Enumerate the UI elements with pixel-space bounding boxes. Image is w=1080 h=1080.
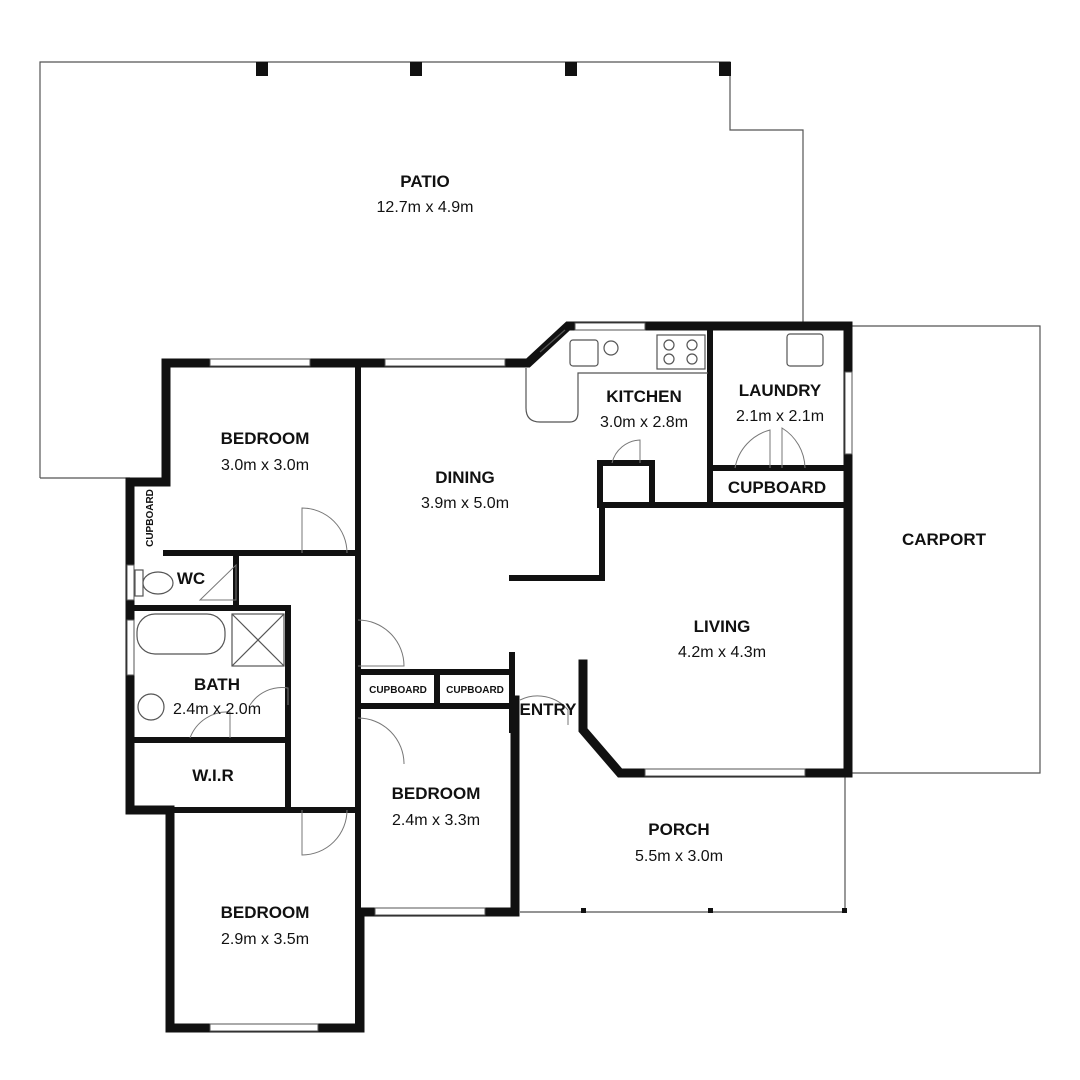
door-swing bbox=[781, 427, 806, 469]
burner-icon bbox=[686, 353, 698, 365]
burner-icon bbox=[686, 339, 698, 351]
patio-post bbox=[256, 62, 268, 76]
kitchen-sink-bowl bbox=[603, 340, 619, 356]
patio-post bbox=[719, 62, 731, 76]
door-swing bbox=[357, 717, 405, 765]
cooktop-icon bbox=[656, 334, 706, 370]
kitchen-bench bbox=[525, 368, 708, 423]
toilet-icon bbox=[142, 571, 174, 595]
porch-size: 5.5m x 3.0m bbox=[635, 848, 723, 865]
burner-icon bbox=[663, 339, 675, 351]
patio-post bbox=[410, 62, 422, 76]
kitchen-sink bbox=[569, 339, 599, 367]
dining-size: 3.9m x 5.0m bbox=[421, 495, 509, 512]
bedroom-top-size: 3.0m x 3.0m bbox=[221, 457, 309, 474]
bedroom-top-label: BEDROOM bbox=[221, 429, 310, 448]
door-swing bbox=[611, 439, 641, 464]
patio-post bbox=[565, 62, 577, 76]
carport-label: CARPORT bbox=[902, 530, 987, 549]
wir-label: W.I.R bbox=[192, 766, 234, 785]
door-swing bbox=[189, 711, 231, 739]
laundry-tub bbox=[786, 333, 824, 367]
door-swing bbox=[734, 429, 771, 469]
wc-label: WC bbox=[177, 569, 205, 588]
porch-post bbox=[708, 908, 713, 913]
basin-icon bbox=[137, 693, 165, 721]
entry-label: ENTRY bbox=[520, 700, 578, 719]
door-swing bbox=[301, 507, 348, 554]
bedroom-bottom-label: BEDROOM bbox=[221, 903, 310, 922]
bedroom-bottom-size: 2.9m x 3.5m bbox=[221, 931, 309, 948]
bath-size: 2.4m x 2.0m bbox=[173, 701, 261, 718]
dining-label: DINING bbox=[435, 468, 495, 487]
porch-label: PORCH bbox=[648, 820, 709, 839]
door-swing bbox=[301, 809, 348, 856]
cupboard-a-label: CUPBOARD bbox=[369, 685, 427, 696]
interior-walls bbox=[127, 327, 851, 1031]
door-swing bbox=[519, 695, 569, 725]
bath-label: BATH bbox=[194, 675, 240, 694]
laundry-size: 2.1m x 2.1m bbox=[736, 408, 824, 425]
kitchen-size: 3.0m x 2.8m bbox=[600, 414, 688, 431]
door-swing bbox=[249, 687, 289, 706]
porch-post bbox=[581, 908, 586, 913]
cupboard-b-label: CUPBOARD bbox=[446, 685, 504, 696]
living-label: LIVING bbox=[694, 617, 751, 636]
laundry-cupboard-label: CUPBOARD bbox=[728, 478, 826, 497]
porch-area bbox=[520, 775, 847, 913]
patio-size: 12.7m x 4.9m bbox=[377, 199, 474, 216]
bedroom-mid-label: BEDROOM bbox=[392, 784, 481, 803]
windows bbox=[126, 322, 853, 1032]
doors bbox=[189, 427, 806, 856]
door-swing bbox=[198, 563, 237, 601]
door-swing bbox=[357, 619, 405, 667]
toilet-cistern bbox=[134, 569, 144, 597]
patio-area bbox=[39, 61, 804, 479]
bathtub-icon bbox=[136, 613, 226, 655]
burner-icon bbox=[663, 353, 675, 365]
kitchen-label: KITCHEN bbox=[606, 387, 682, 406]
cupboard-side-label: CUPBOARD bbox=[145, 489, 156, 547]
laundry-label: LAUNDRY bbox=[739, 381, 822, 400]
porch-post bbox=[842, 908, 847, 913]
patio-label: PATIO bbox=[400, 172, 449, 191]
bedroom-mid-size: 2.4m x 3.3m bbox=[392, 812, 480, 829]
room-labels: PATIO 12.7m x 4.9m BEDROOM 3.0m x 3.0m D… bbox=[145, 172, 987, 948]
carport-area bbox=[850, 325, 1041, 774]
fixtures bbox=[134, 333, 824, 721]
living-size: 4.2m x 4.3m bbox=[678, 644, 766, 661]
